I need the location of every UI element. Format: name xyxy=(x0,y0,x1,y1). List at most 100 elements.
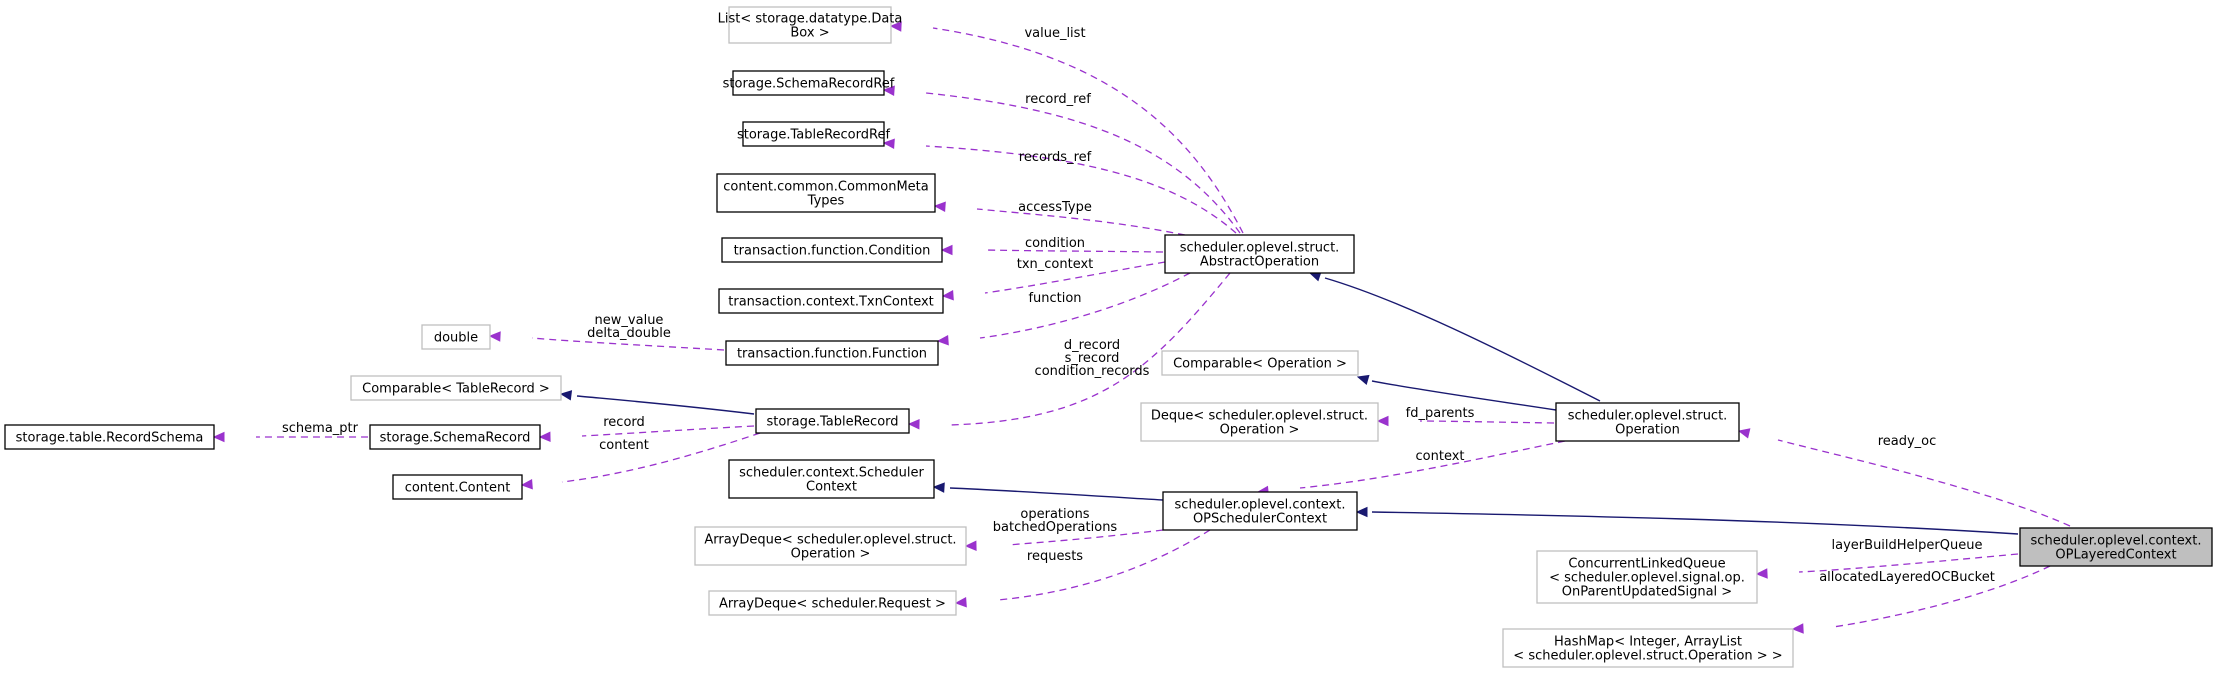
edge-label: value_list xyxy=(1024,26,1085,41)
class-box xyxy=(742,121,885,147)
usage-edge-schema-ptr: schema_ptr xyxy=(212,421,368,443)
usage-edge-allocated-layered-oc-bucket: allocatedLayeredOCBucket xyxy=(1791,565,2051,634)
class-box xyxy=(708,590,957,616)
edge-layer: value_listrecord_refrecords_refaccessTyp… xyxy=(212,21,2071,634)
class-node-double[interactable]: double xyxy=(421,324,491,350)
edge-path xyxy=(976,208,1186,236)
class-label-line: OPSchedulerContext xyxy=(1193,512,1327,527)
edge-path xyxy=(1419,420,1555,424)
edge-path xyxy=(979,272,1191,339)
class-label-line: scheduler.context.Scheduler xyxy=(739,466,924,481)
inheritance-edge xyxy=(1356,374,1557,411)
dependency-arrowhead xyxy=(1737,428,1751,439)
class-box xyxy=(725,340,939,366)
class-node-record-schema[interactable]: storage.table.RecordSchema xyxy=(4,424,215,450)
inheritance-edge xyxy=(1355,506,2019,535)
edge-path xyxy=(925,92,1241,234)
class-label-line: Operation > xyxy=(791,547,871,562)
class-box xyxy=(392,474,523,500)
class-label-line: content.Content xyxy=(405,481,511,496)
class-label-line: storage.TableRecordRef xyxy=(737,128,890,143)
usage-edge-function: function xyxy=(936,272,1191,346)
edge-path xyxy=(1777,439,2071,527)
class-node-table-record[interactable]: storage.TableRecord xyxy=(755,408,910,434)
inheritance-arrowhead xyxy=(559,390,573,401)
edge-path xyxy=(949,272,1231,426)
class-label-line: double xyxy=(434,331,478,346)
class-label-line: List< storage.datatype.Data xyxy=(718,12,903,27)
dependency-arrowhead xyxy=(940,244,953,256)
edge-path xyxy=(1007,529,1164,546)
usage-edge-access-type: accessType xyxy=(933,200,1186,236)
class-box xyxy=(1140,402,1379,442)
class-node-abstract-operation[interactable]: scheduler.oplevel.struct.AbstractOperati… xyxy=(1164,234,1355,274)
edge-path xyxy=(949,487,1164,501)
class-node-concurrent-linked-queue[interactable]: ConcurrentLinkedQueue< scheduler.oplevel… xyxy=(1536,550,1758,604)
dependency-arrowhead xyxy=(936,334,949,346)
class-node-schema-record-ref[interactable]: storage.SchemaRecordRef xyxy=(723,70,895,96)
edge-path xyxy=(581,425,755,437)
dependency-arrowhead xyxy=(538,431,551,443)
edge-path xyxy=(983,249,1164,253)
class-node-function[interactable]: transaction.function.Function xyxy=(725,340,939,366)
edge-label: allocatedLayeredOCBucket xyxy=(1819,570,1995,585)
class-node-comparable-table-record[interactable]: Comparable< TableRecord > xyxy=(350,375,562,401)
edge-path xyxy=(1299,440,1566,489)
class-node-operation[interactable]: scheduler.oplevel.struct.Operation xyxy=(1555,402,1740,442)
edge-label: requests xyxy=(1027,549,1083,564)
class-label-line: Types xyxy=(807,194,845,209)
edge-label: new_value xyxy=(595,313,664,328)
usage-edge-fd-parents: fd_parents xyxy=(1376,406,1555,427)
class-label-line: transaction.context.TxnContext xyxy=(728,295,934,310)
class-label-line: storage.SchemaRecord xyxy=(380,431,531,446)
dependency-arrowhead xyxy=(488,331,501,342)
dependency-arrowhead xyxy=(882,138,895,150)
inheritance-arrowhead xyxy=(1355,506,1368,518)
dependency-arrowhead xyxy=(882,85,895,97)
class-box xyxy=(4,424,215,450)
class-label-line: Operation > xyxy=(1220,423,1300,438)
edge-path xyxy=(1371,511,2019,535)
class-label-line: ArrayDeque< scheduler.oplevel.struct. xyxy=(704,533,956,548)
edge-label: layerBuildHelperQueue xyxy=(1832,538,1983,553)
class-node-op-layered-context[interactable]: scheduler.oplevel.context.OPLayeredConte… xyxy=(2019,527,2213,567)
class-node-table-record-ref[interactable]: storage.TableRecordRef xyxy=(737,121,890,147)
class-node-op-scheduler-context[interactable]: scheduler.oplevel.context.OPSchedulerCon… xyxy=(1162,491,1358,531)
class-node-comparable-operation[interactable]: Comparable< Operation > xyxy=(1161,350,1359,376)
class-box xyxy=(694,526,967,566)
class-node-deque-operation[interactable]: Deque< scheduler.oplevel.struct.Operatio… xyxy=(1140,402,1379,442)
class-label-line: content.common.CommonMeta xyxy=(723,180,929,195)
dependency-arrowhead xyxy=(933,201,946,213)
edge-path xyxy=(1324,277,1601,402)
usage-edge-record: record xyxy=(538,415,755,443)
class-node-content[interactable]: content.Content xyxy=(392,474,523,500)
class-node-array-deque-request[interactable]: ArrayDeque< scheduler.Request > xyxy=(708,590,957,616)
class-node-schema-record[interactable]: storage.SchemaRecord xyxy=(369,424,541,450)
class-node-hash-map[interactable]: HashMap< Integer, ArrayList< scheduler.o… xyxy=(1502,628,1794,668)
usage-edge-records-ref: records_ref xyxy=(882,138,1237,234)
edge-label: operations xyxy=(1020,507,1089,522)
class-node-txn-context[interactable]: transaction.context.TxnContext xyxy=(718,288,944,314)
class-label-line: scheduler.oplevel.struct. xyxy=(1180,241,1340,256)
edge-label: batchedOperations xyxy=(993,520,1118,535)
class-node-condition[interactable]: transaction.function.Condition xyxy=(721,237,943,263)
class-node-array-deque-operation[interactable]: ArrayDeque< scheduler.oplevel.struct.Ope… xyxy=(694,526,967,566)
class-node-scheduler-context[interactable]: scheduler.context.SchedulerContext xyxy=(728,459,935,499)
edge-path xyxy=(531,337,725,351)
inheritance-edge xyxy=(559,390,755,415)
edge-label: function xyxy=(1028,291,1081,306)
class-label-line: Box > xyxy=(790,26,829,41)
class-label-line: storage.SchemaRecordRef xyxy=(723,77,895,92)
dependency-arrowhead xyxy=(1376,415,1389,427)
class-box xyxy=(755,408,910,434)
usage-edge-value-list: value_list xyxy=(889,21,1244,234)
class-box xyxy=(369,424,541,450)
edge-label: d_record xyxy=(1064,338,1120,353)
class-label-line: < scheduler.oplevel.struct.Operation > > xyxy=(1513,649,1782,664)
class-box xyxy=(732,70,885,96)
